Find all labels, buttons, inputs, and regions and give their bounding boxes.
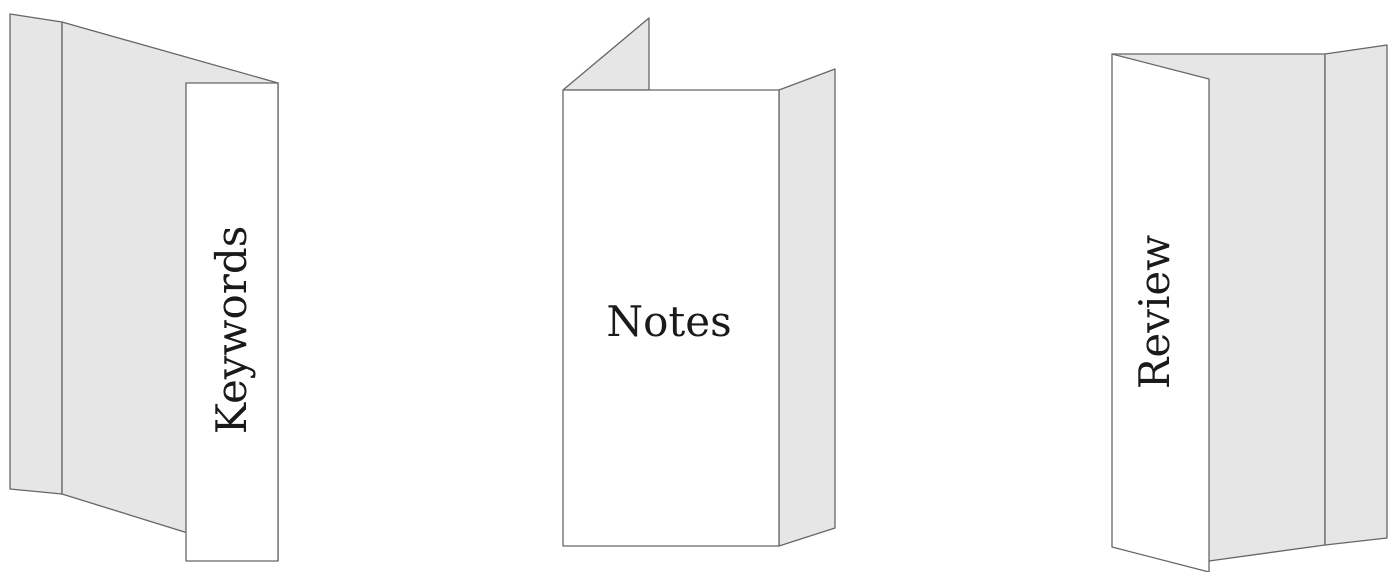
notes-side-panel [779, 69, 835, 546]
review-foldable: Review [1112, 45, 1387, 572]
notes-back-top-flap [563, 18, 649, 90]
notes-foldable: Notes [563, 18, 835, 546]
review-back-right-panel [1325, 45, 1387, 545]
keywords-label: Keywords [207, 226, 256, 435]
keywords-back-left-panel [10, 14, 62, 494]
review-label: Review [1130, 235, 1179, 389]
notes-label: Notes [606, 297, 731, 346]
keywords-foldable: Keywords [10, 14, 278, 561]
